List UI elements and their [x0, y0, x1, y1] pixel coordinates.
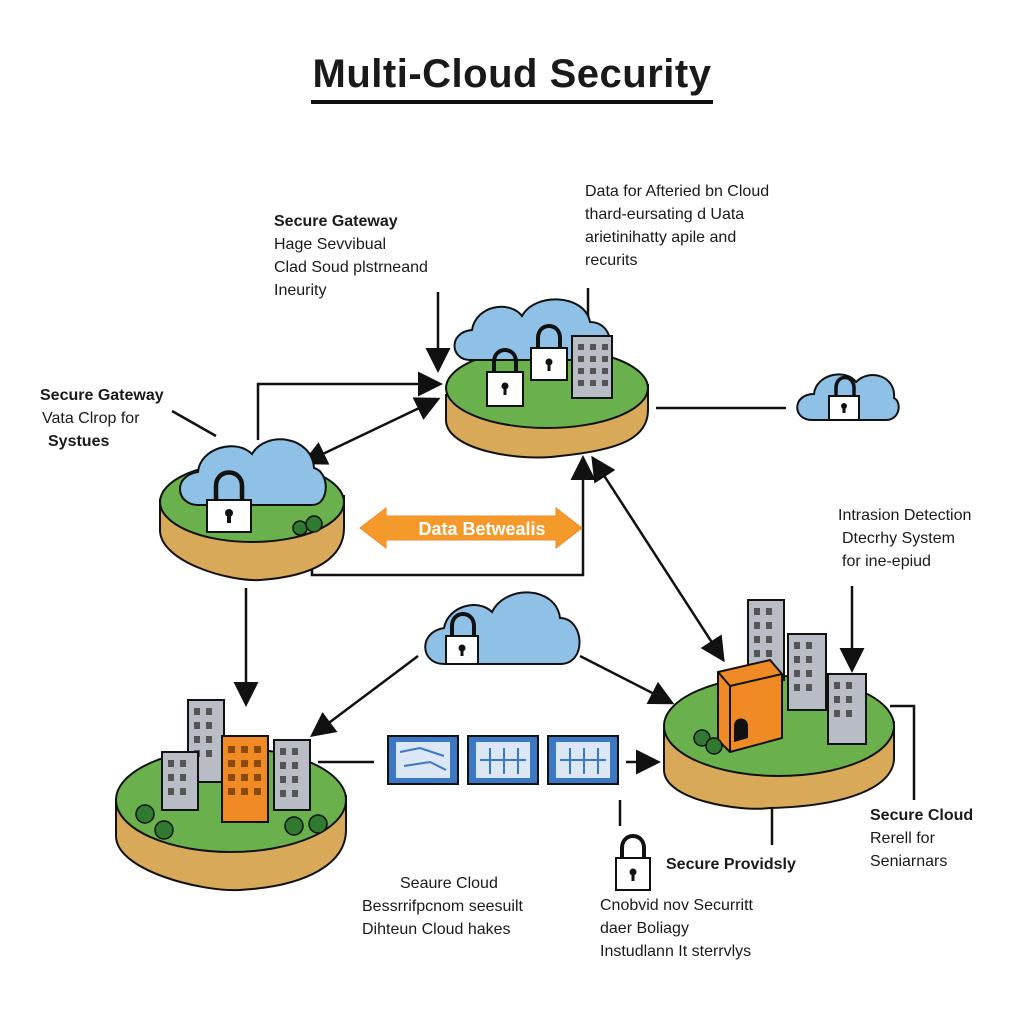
label-line: Vata Clrop for — [42, 410, 140, 427]
label-bottom-center: Seaure Cloud Bessrrifpcnom seesuilt Diht… — [362, 872, 523, 941]
label-line: daer Boliagy — [600, 920, 689, 937]
label-line: Seniarnars — [870, 853, 948, 870]
label-line: Instudlann It sterrvlys — [600, 943, 752, 960]
padlock-icon — [206, 470, 252, 533]
building-icon — [827, 673, 867, 745]
building-icon — [221, 735, 269, 823]
label-heading: Secure Gateway — [40, 387, 164, 404]
building-icon — [161, 751, 199, 811]
island-right — [663, 599, 895, 810]
label-line: Ineurity — [274, 282, 327, 299]
label-bottom-right-head: Secure Providsly — [666, 853, 796, 876]
arrow-top-right-bidirectional — [591, 455, 725, 663]
building-icon — [787, 633, 827, 711]
padlock-icon — [828, 375, 860, 421]
padlock-icon — [486, 348, 524, 407]
label-left: Secure Gateway Vata Clrop for Systues — [40, 384, 164, 453]
island-top-center — [445, 298, 649, 459]
building-icon — [273, 739, 311, 811]
line-left-label — [171, 409, 217, 438]
arrow-left-to-top — [256, 371, 443, 440]
building-icon — [571, 335, 613, 399]
label-line: thard-eursating d Uata — [585, 206, 745, 223]
label-line: Dihteun Cloud hakes — [362, 921, 511, 938]
padlock-icon — [445, 612, 479, 665]
arrow-cloud-to-bottom-left — [310, 655, 419, 737]
label-line: arietinihatty apile and — [585, 229, 737, 246]
title-text: Multi-Cloud Security — [310, 52, 714, 104]
datacenter-icon — [717, 658, 783, 754]
label-top-center: Data for Afteried bn Cloud thard-eursati… — [585, 180, 769, 272]
label-bottom-right: Cnobvid nov Securritt daer Boliagy Instu… — [600, 894, 753, 963]
label-line: Dtecrhy System — [842, 530, 955, 547]
label-line: Bessrrifpcnom seesuilt — [362, 898, 523, 915]
label-top-left: Secure Gateway Hage Sevvibual Clad Soud … — [274, 210, 428, 302]
connectors — [171, 288, 916, 845]
label-line: Cnobvid nov Securritt — [600, 897, 753, 914]
padlock-icon — [530, 324, 568, 381]
label-line: Rerell for — [870, 830, 935, 847]
data-badge — [359, 506, 583, 550]
map-panel-icon — [547, 735, 619, 785]
arrow-cloud-to-right — [579, 654, 675, 705]
tree-icon — [693, 729, 723, 755]
label-line: Clad Soud plstrneand — [274, 259, 428, 276]
label-line: Hage Sevvibual — [274, 236, 387, 253]
island-left — [159, 438, 345, 582]
label-line: Data for Afteried bn Cloud — [585, 183, 770, 200]
map-panel-icon — [467, 735, 539, 785]
label-heading: Intrasion Detection — [838, 507, 972, 524]
line-right-bracket — [890, 704, 916, 800]
label-line: recurits — [585, 252, 638, 269]
map-panels — [387, 735, 619, 785]
label-line: for ine-epiud — [842, 553, 931, 570]
label-heading: Secure Gateway — [274, 213, 398, 230]
diagram-title: Multi-Cloud Security — [0, 52, 1024, 104]
label-heading: Secure Cloud — [870, 807, 974, 824]
island-bottom-left — [115, 699, 347, 892]
map-panel-icon — [387, 735, 459, 785]
arrow-left-top-bidirectional — [301, 397, 441, 465]
label-heading: Secure Providsly — [666, 856, 796, 873]
cloud-small-right — [796, 373, 900, 421]
tree-icon — [292, 515, 323, 536]
label-heading: Seaure Cloud — [400, 875, 498, 892]
label-right-bottom: Secure Cloud Rerell for Seniarnars — [870, 804, 973, 873]
data-badge-label: Data Betwealis — [418, 519, 546, 539]
label-line: Systues — [48, 433, 110, 450]
label-right-mid: Intrasion Detection Dtecrhy System for i… — [838, 504, 971, 573]
padlock-icon — [615, 834, 651, 891]
tree-icon — [135, 804, 328, 840]
cloud-center — [424, 591, 581, 665]
